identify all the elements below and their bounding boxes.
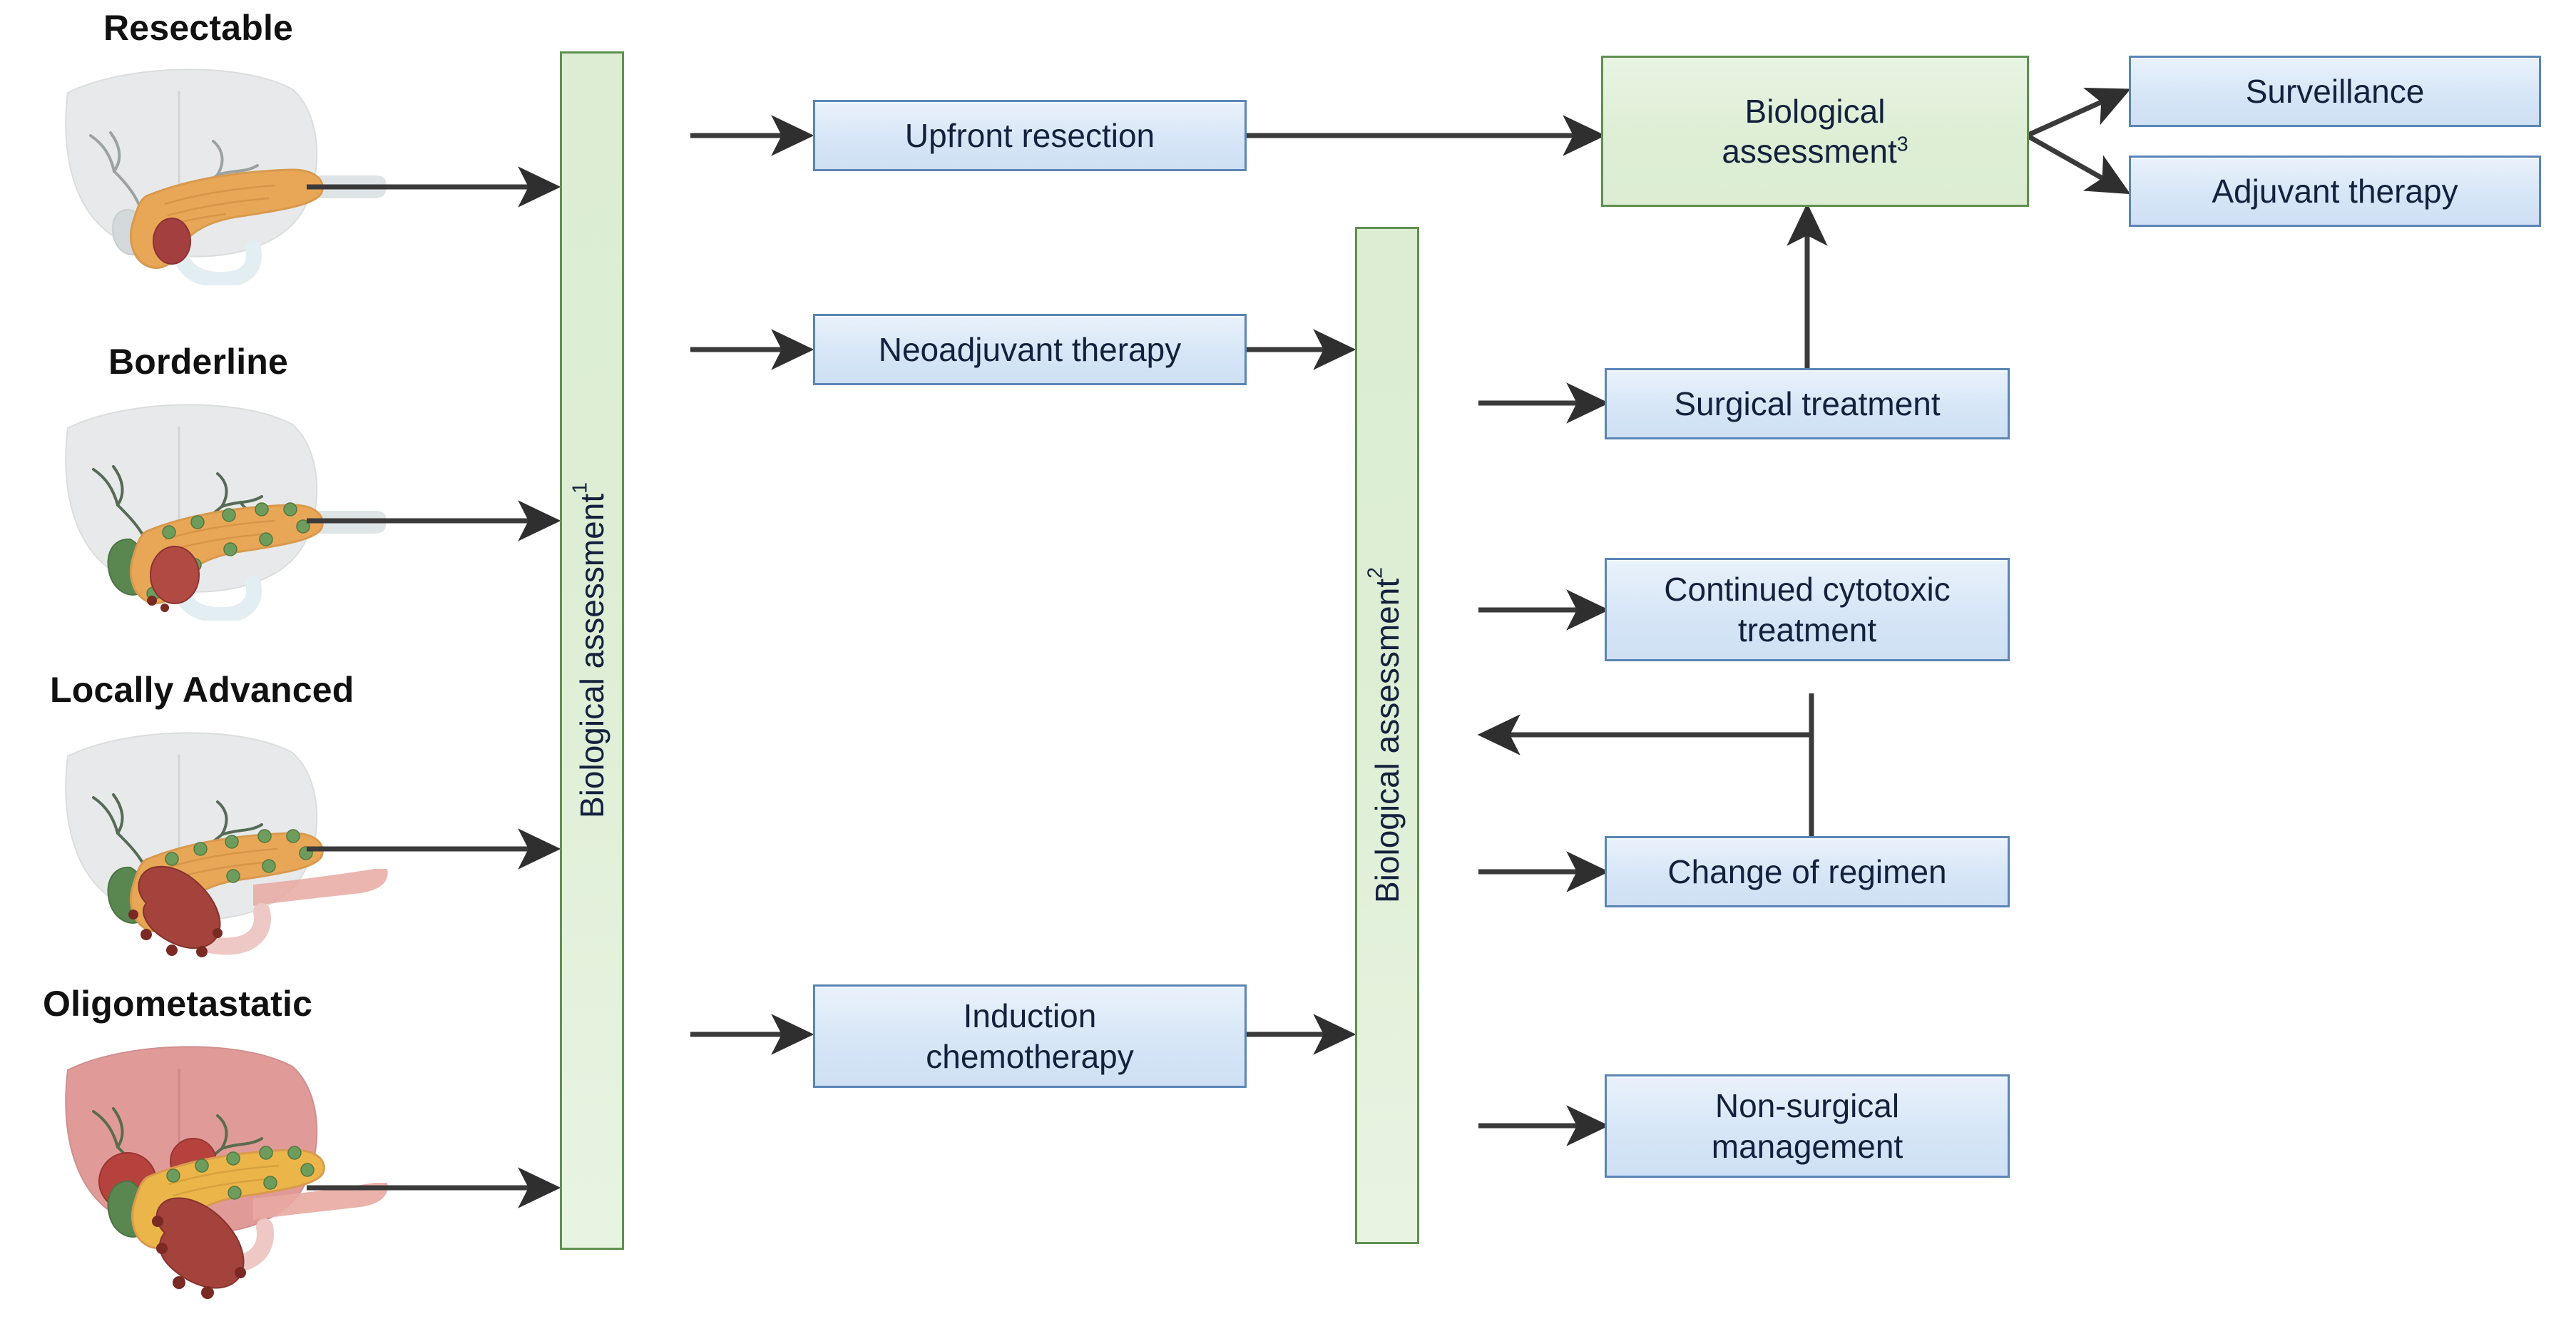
node-biological-assessment-1[interactable]: Biological assessment1 (560, 51, 624, 1250)
node-label: Surgical treatment (1674, 385, 1941, 422)
stage-label-resectable: Resectable (103, 8, 294, 48)
node-label: Continued cytotoxic treatment (1664, 571, 1951, 648)
stage-label-locally-advanced: Locally Advanced (50, 670, 354, 710)
node-label: Neoadjuvant therapy (878, 330, 1182, 368)
edge-feedback-to-assessment2 (1477, 714, 1814, 838)
anatomy-illustration-resectable (39, 64, 496, 285)
node-adjuvant-therapy[interactable]: Adjuvant therapy (2129, 156, 2541, 227)
node-biological-assessment-2[interactable]: Biological assessment2 (1355, 227, 1419, 1244)
anatomy-illustration-borderline (39, 399, 496, 621)
node-label: Biological assessment2 (1364, 567, 1406, 904)
node-label: Adjuvant therapy (2212, 172, 2458, 210)
node-label: Non-surgical management (1711, 1087, 1903, 1165)
node-label: Induction chemotherapy (926, 997, 1134, 1075)
anatomy-illustration-locally-advanced (39, 728, 496, 963)
node-induction-chemotherapy[interactable]: Induction chemotherapy (813, 984, 1247, 1088)
node-change-of-regimen[interactable]: Change of regimen (1605, 836, 2010, 907)
edge-assessment3-to-surveillance (2025, 88, 2131, 138)
node-label: Biological assessment1 (568, 482, 610, 819)
stage-label-borderline: Borderline (108, 342, 289, 382)
node-biological-assessment-3[interactable]: Biological assessment3 (1601, 56, 2029, 207)
edge-assessment3-to-adjuvant (2025, 133, 2131, 195)
node-upfront-resection[interactable]: Upfront resection (813, 100, 1247, 171)
stage-label-oligometastatic: Oligometastatic (43, 984, 313, 1024)
node-label: Upfront resection (904, 116, 1155, 154)
node-continued-cytotoxic-treatment[interactable]: Continued cytotoxic treatment (1605, 558, 2010, 661)
node-surveillance[interactable]: Surveillance (2129, 56, 2541, 127)
anatomy-illustration-oligometastatic (39, 1042, 510, 1313)
node-label: Surveillance (2245, 72, 2425, 110)
node-surgical-treatment[interactable]: Surgical treatment (1605, 368, 2010, 439)
node-neoadjuvant-therapy[interactable]: Neoadjuvant therapy (813, 314, 1247, 385)
node-label: Biological assessment3 (1722, 92, 1908, 170)
node-label: Change of regimen (1667, 852, 1947, 890)
node-non-surgical-management[interactable]: Non-surgical management (1605, 1074, 2010, 1178)
